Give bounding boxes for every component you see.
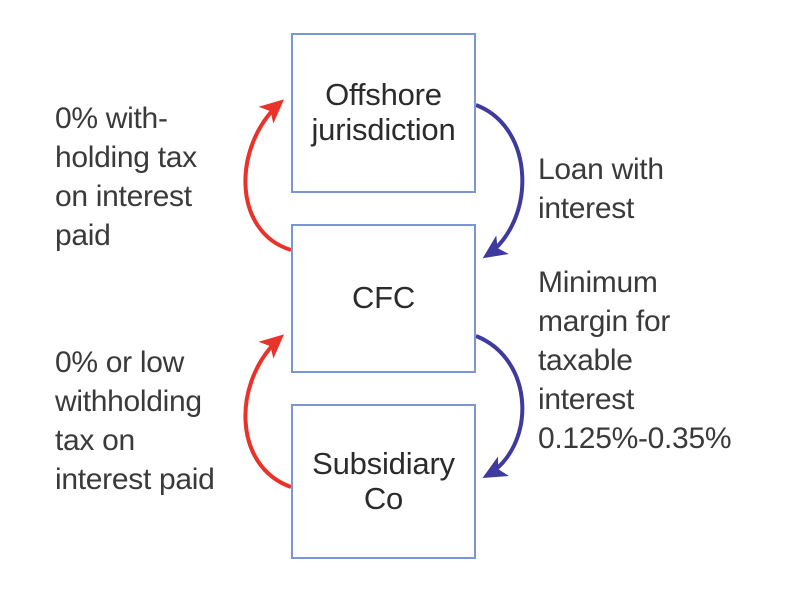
cfc-box[interactable]: CFC (291, 224, 476, 373)
offshore-jurisdiction-box[interactable]: Offshore jurisdiction (291, 33, 476, 193)
offshore-jurisdiction-label: Offshore jurisdiction (311, 77, 456, 147)
annotation-withholding-tax-offshore: 0% with- holding tax on interest paid (55, 102, 197, 252)
annotation-withholding-tax-subsidiary: 0% or low withholding tax on interest pa… (55, 346, 215, 496)
cfc-label: CFC (351, 280, 416, 316)
annotation-minimum-margin: Minimum margin for taxable interest 0.12… (538, 266, 732, 455)
arrow-loan-cfc-to-subsidiary (475, 334, 525, 478)
subsidiary-co-label: Subsidiary Co (312, 445, 455, 516)
annotation-loan-with-interest: Loan with interest (538, 153, 664, 225)
subsidiary-co-box[interactable]: Subsidiary Co (291, 404, 476, 559)
arrow-loan-offshore-to-cfc (475, 103, 525, 259)
